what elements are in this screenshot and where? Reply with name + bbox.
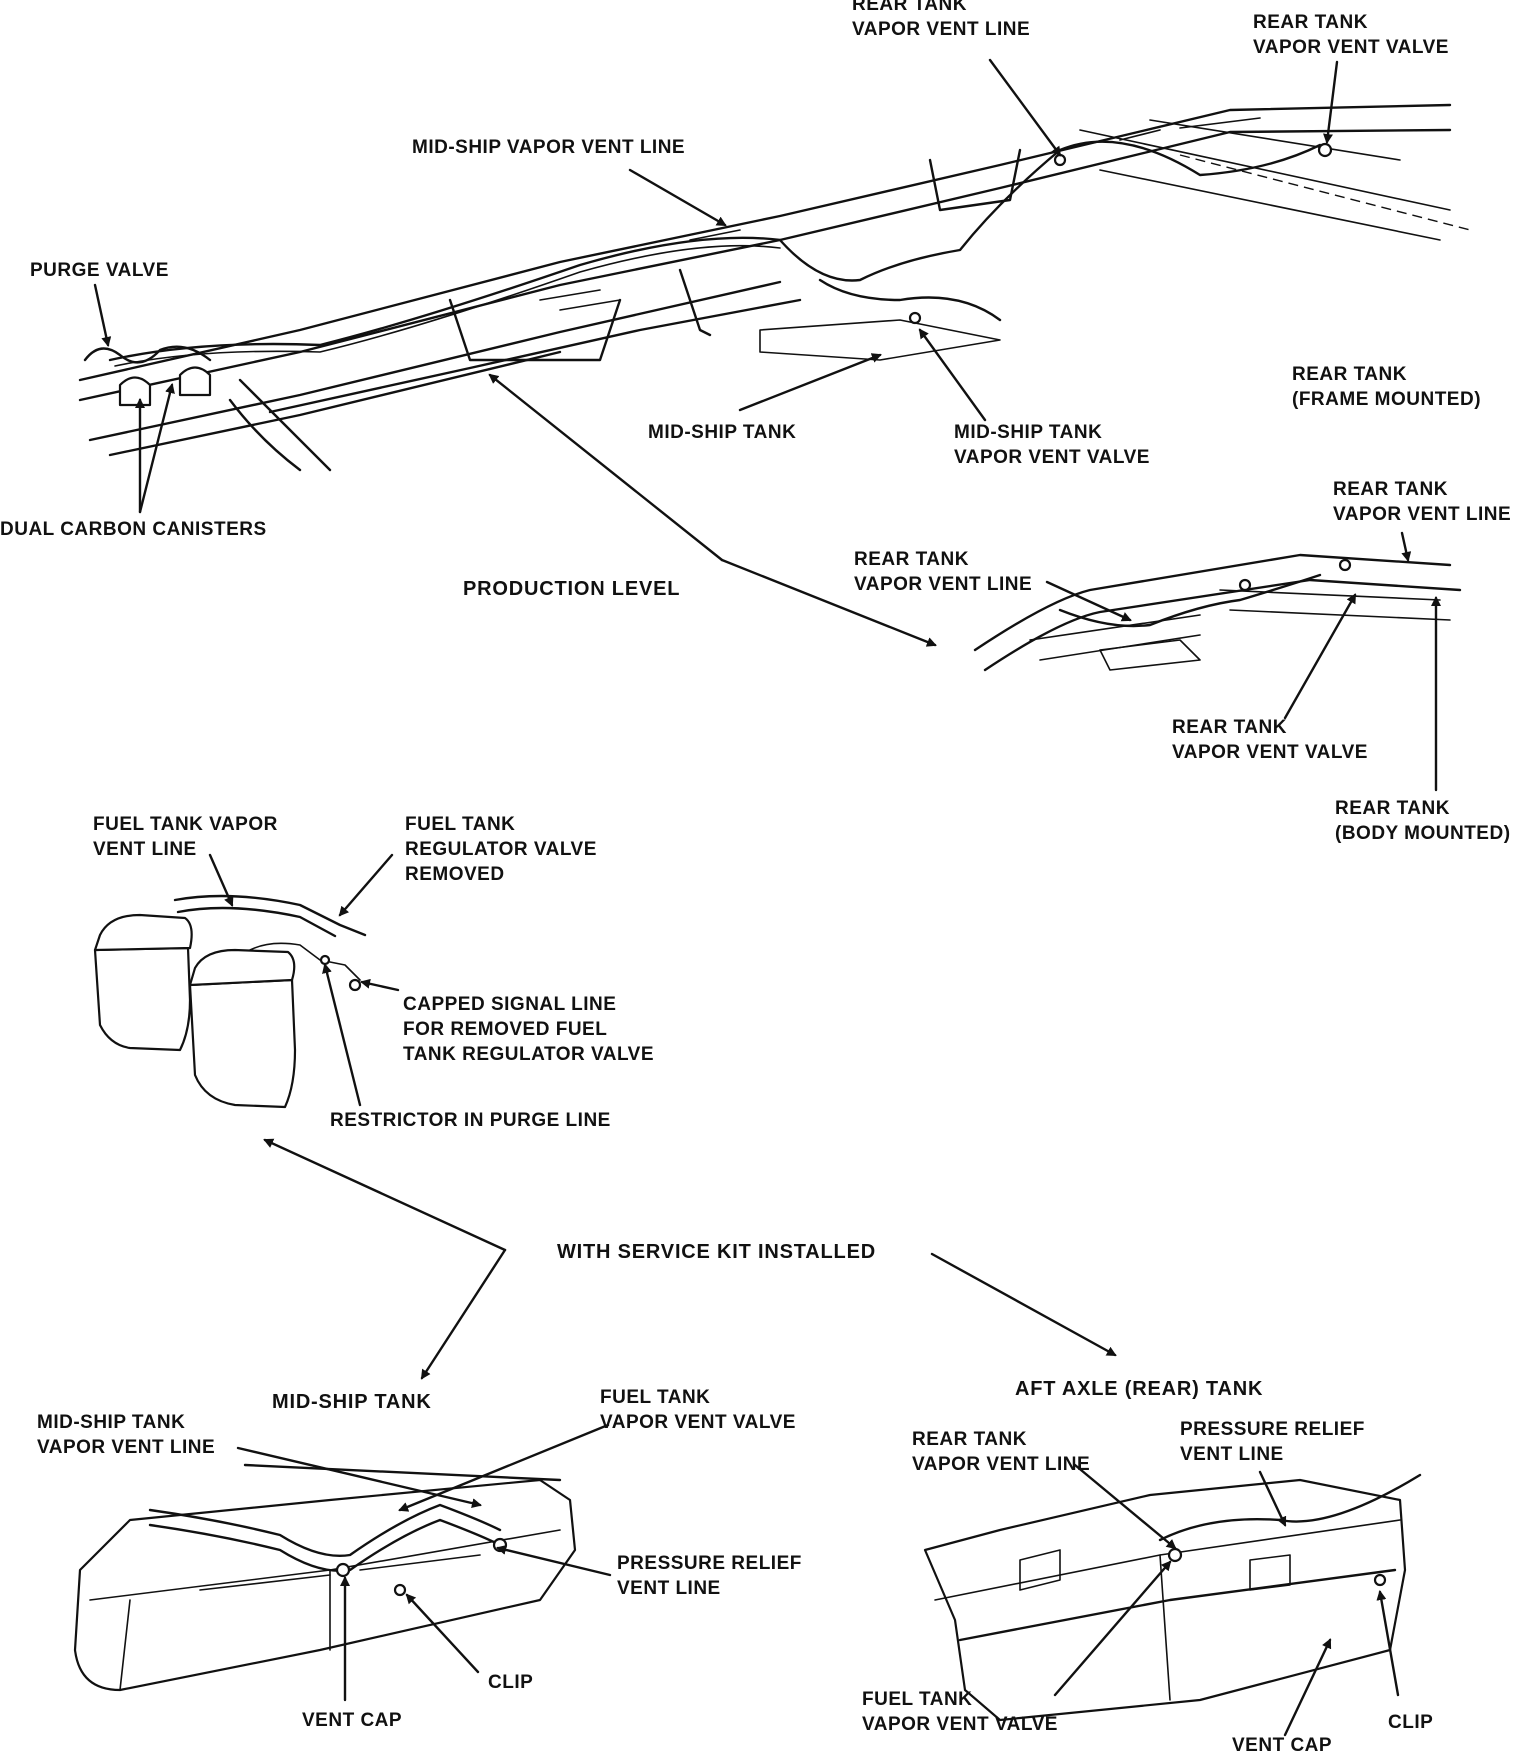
- mid-ship-tank-vapor-vent-line-label: MID-SHIP TANK VAPOR VENT LINE: [37, 1412, 216, 1458]
- mid-ship-tank-drawing: [73, 1463, 577, 1692]
- mid-ship-tank-vapor-vent-valve-label: MID-SHIP TANK VAPOR VENT VALVE: [954, 422, 1150, 468]
- dual-carbon-canisters-label: DUAL CARBON CANISTERS: [0, 519, 267, 540]
- with-service-kit-installed-label: WITH SERVICE KIT INSTALLED: [557, 1241, 876, 1263]
- service-kit-canisters-drawing: [93, 894, 367, 1109]
- fuel-tank-vapor-vent-line-label: FUEL TANK VAPOR VENT LINE: [93, 814, 278, 860]
- rear-tank-vapor-vent-valve-mid-label: REAR TANK VAPOR VENT VALVE: [1172, 717, 1368, 763]
- rear-tank-frame-mounted-label: REAR TANK (FRAME MOUNTED): [1292, 364, 1482, 410]
- rear-tank-vapor-vent-line-bottom-label: REAR TANK VAPOR VENT LINE: [912, 1429, 1091, 1475]
- purge-valve-label: PURGE VALVE: [30, 260, 169, 281]
- rear-tank-vapor-vent-line-right-label: REAR TANK VAPOR VENT LINE: [1333, 479, 1512, 525]
- mid-ship-tank-top-label: MID-SHIP TANK: [648, 422, 797, 443]
- chassis-frame-drawing: [78, 103, 1471, 472]
- fuel-tank-vapor-vent-valve-bottom-label: FUEL TANK VAPOR VENT VALVE: [862, 1689, 1058, 1735]
- rear-tank-body-mounted-label: REAR TANK (BODY MOUNTED): [1335, 798, 1511, 844]
- fuel-tank-vapor-vent-valve-mid-label: FUEL TANK VAPOR VENT VALVE: [600, 1387, 796, 1433]
- production-level-label: PRODUCTION LEVEL: [463, 578, 681, 600]
- clip-left-label: CLIP: [488, 1672, 534, 1693]
- rear-tank-vapor-vent-line-mid-label: REAR TANK VAPOR VENT LINE: [854, 549, 1033, 595]
- rear-tank-vapor-vent-line-top-label: REAR TANK VAPOR VENT LINE: [852, 0, 1031, 40]
- pressure-relief-vent-line-right-label: PRESSURE RELIEF VENT LINE: [1180, 1419, 1365, 1465]
- mid-ship-tank-heading-label: MID-SHIP TANK: [272, 1391, 432, 1413]
- fuel-tank-regulator-valve-removed-label: FUEL TANK REGULATOR VALVE REMOVED: [405, 814, 597, 885]
- body-mounted-rear-tank-drawing: [973, 553, 1462, 672]
- aft-axle-rear-tank-label: AFT AXLE (REAR) TANK: [1015, 1378, 1264, 1400]
- rear-tank-vapor-vent-valve-top-label: REAR TANK VAPOR VENT VALVE: [1253, 12, 1449, 58]
- mid-ship-vapor-vent-line-label: MID-SHIP VAPOR VENT LINE: [412, 137, 686, 158]
- capped-signal-line-label: CAPPED SIGNAL LINE FOR REMOVED FUEL TANK…: [403, 994, 655, 1065]
- clip-right-label: CLIP: [1388, 1712, 1434, 1733]
- leader-lines: [93, 58, 1441, 1737]
- vent-cap-left-label: VENT CAP: [302, 1710, 403, 1731]
- restrictor-in-purge-line-label: RESTRICTOR IN PURGE LINE: [330, 1110, 611, 1131]
- vent-cap-right-label: VENT CAP: [1232, 1735, 1333, 1756]
- aft-axle-rear-tank-drawing: [923, 1473, 1422, 1722]
- pressure-relief-vent-line-left-label: PRESSURE RELIEF VENT LINE: [617, 1553, 802, 1599]
